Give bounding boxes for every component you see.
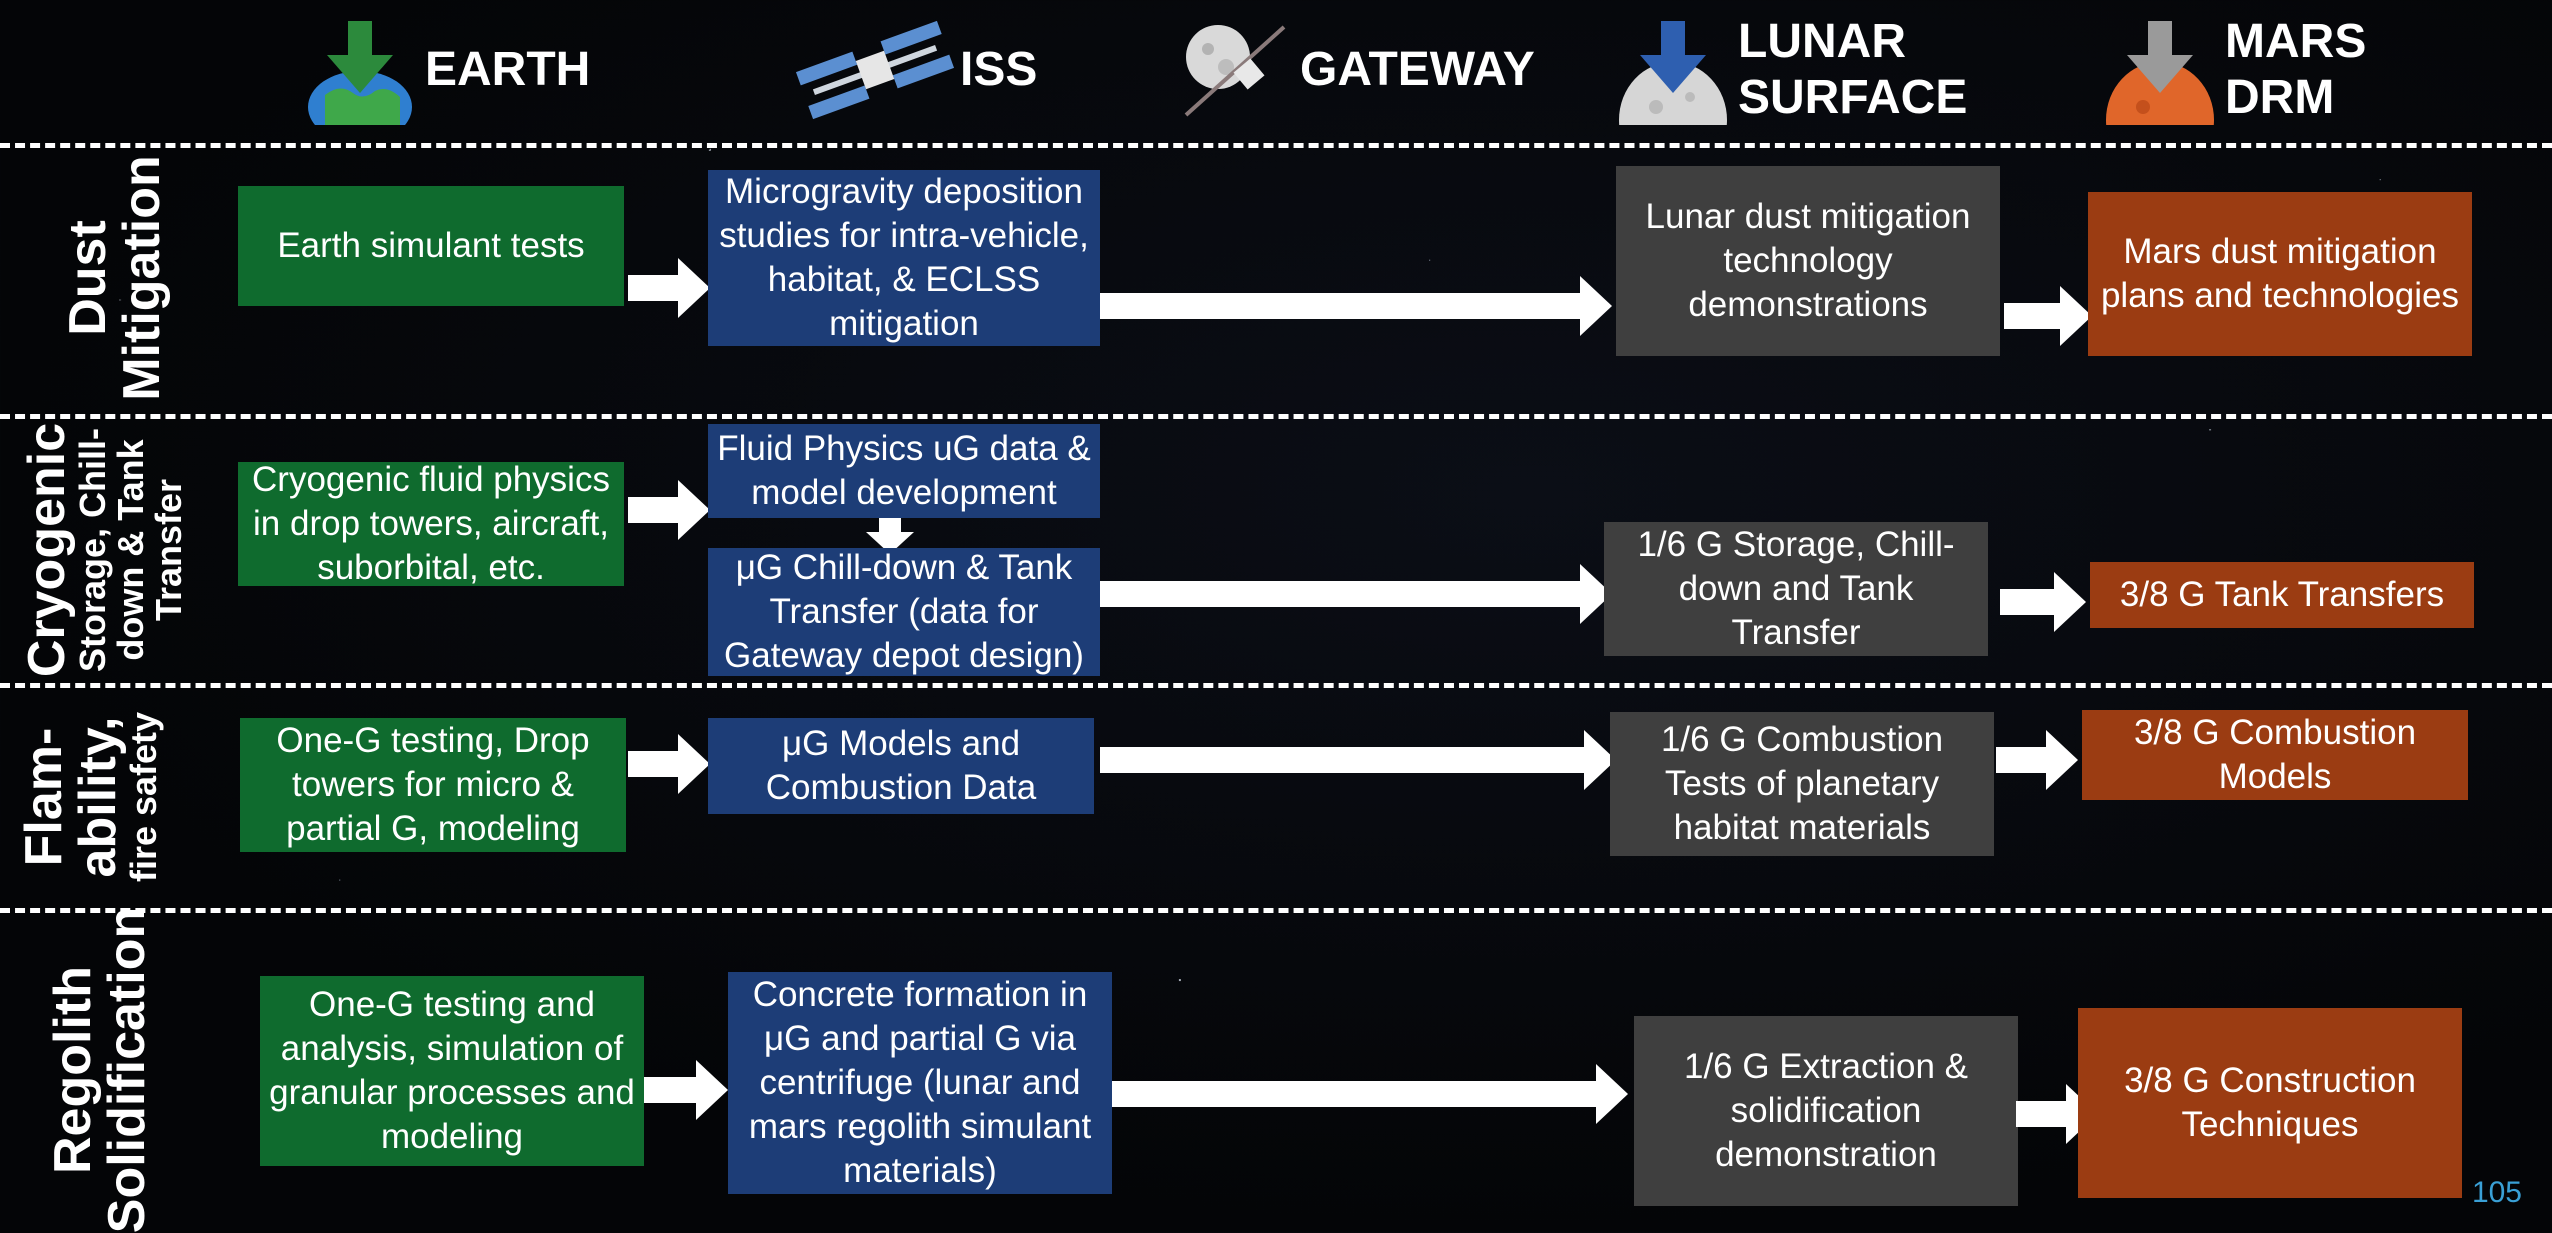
flam-mars-box: 3/8 G Combustion Models <box>2082 710 2468 800</box>
column-label-iss: ISS <box>960 43 1038 96</box>
dust-iss-box: Microgravity deposition studies for intr… <box>708 170 1100 346</box>
mars-icon <box>2105 15 2215 178</box>
row-label-regolith: Regolith Solidification <box>44 906 156 1233</box>
cryo-lunar-box: 1/6 G Storage, Chill-down and Tank Trans… <box>1604 522 1988 656</box>
column-header-lunar: LUNAR SURFACE <box>1618 0 1968 178</box>
arrow-right <box>628 258 710 318</box>
flam-earth-box: One-G testing, Drop towers for micro & p… <box>240 718 626 852</box>
earth-icon <box>305 15 415 143</box>
dust-earth-box: Earth simulant tests <box>238 186 624 306</box>
reg-earth-box: One-G testing and analysis, simulation o… <box>260 976 644 1166</box>
flam-lunar-box: 1/6 G Combustion Tests of planetary habi… <box>1610 712 1994 856</box>
lunar-surface-icon <box>1618 15 1728 178</box>
column-label-earth: EARTH <box>425 43 591 96</box>
column-label-mars: MARS DRM <box>2225 15 2367 124</box>
row-divider <box>0 414 2552 419</box>
row-divider <box>0 683 2552 688</box>
arrow-right <box>1100 564 1612 624</box>
flam-iss-box: μG Models and Combustion Data <box>708 718 1094 814</box>
arrow-right <box>1996 730 2078 790</box>
dust-mars-box: Mars dust mitigation plans and technolog… <box>2088 192 2472 356</box>
cryo-earth-box: Cryogenic fluid physics in drop towers, … <box>238 460 624 587</box>
arrow-right <box>1100 730 1616 790</box>
cryo-iss-top-box: Fluid Physics uG data & model developmen… <box>708 424 1100 518</box>
space-station-icon <box>790 15 960 125</box>
arrow-right <box>2000 572 2086 632</box>
arrow-right <box>644 1060 728 1120</box>
row-divider <box>0 908 2552 913</box>
reg-iss-box: Concrete formation in μG and partial G v… <box>728 972 1112 1194</box>
column-label-gateway: GATEWAY <box>1300 43 1535 96</box>
dust-lunar-box: Lunar dust mitigation technology demonst… <box>1616 166 2000 356</box>
arrow-right <box>1112 1064 1628 1124</box>
column-header-mars: MARS DRM <box>2105 0 2367 178</box>
cryo-iss-bottom-box: μG Chill-down & Tank Transfer (data for … <box>708 548 1100 676</box>
reg-mars-box: 3/8 G Construction Techniques <box>2078 1008 2462 1198</box>
cryo-mars-box: 3/8 G Tank Transfers <box>2090 562 2474 628</box>
page-number: 105 <box>2471 1176 2522 1209</box>
arrow-right <box>628 734 710 794</box>
arrow-right <box>1100 276 1612 336</box>
column-header-gateway: GATEWAY <box>1180 0 1535 140</box>
row-label-flammability: Flam- ability, fire safety <box>15 711 164 883</box>
arrow-right <box>628 480 710 540</box>
reg-lunar-box: 1/6 G Extraction & solidification demons… <box>1634 1016 2018 1206</box>
column-header-earth: EARTH <box>305 0 591 143</box>
arrow-right <box>2004 286 2092 346</box>
column-header-iss: ISS <box>790 0 1037 140</box>
row-label-cryogenic: Cryogenic Storage, Chill- down & Tank Tr… <box>18 422 189 678</box>
moon-gateway-icon <box>1180 15 1290 125</box>
row-label-dust-mitigation: Dust Mitigation <box>59 155 171 401</box>
column-label-lunar: LUNAR SURFACE <box>1738 15 1968 124</box>
row-divider <box>0 143 2552 148</box>
